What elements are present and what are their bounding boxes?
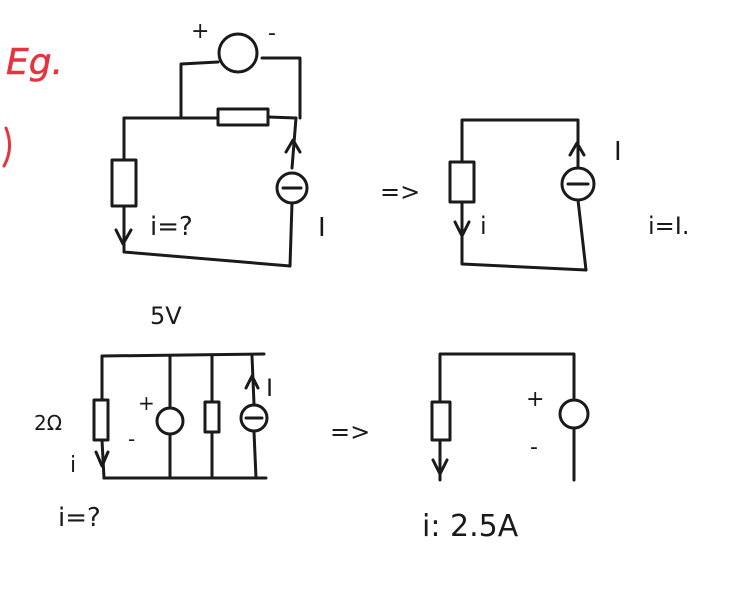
c3-source-arrow-up: [244, 374, 260, 390]
c3-plus-sign: +: [138, 391, 155, 415]
c3-minus-sign: -: [128, 427, 135, 451]
c3-voltage-source: [155, 406, 185, 436]
c1-minus-sign: -: [268, 21, 276, 46]
c3-source-label: I: [266, 374, 273, 402]
c4-resistor: [430, 400, 452, 442]
c3-resistance-label: 2Ω: [34, 411, 62, 435]
c3-current-arrow-down: [94, 450, 110, 468]
c2-current-arrow-down: [453, 220, 471, 238]
circuit-2: i I i=I.: [448, 118, 689, 272]
implies-arrow-1: =>: [380, 178, 420, 206]
circuit-1: + - i=? I: [110, 19, 326, 268]
c3-question-label: i=?: [58, 503, 101, 533]
c1-source-arrow-up: [284, 138, 302, 154]
circuit-4: + - i: 2.5A: [422, 352, 590, 544]
c1-source-label: I: [318, 213, 326, 243]
c1-wire-left-top: [179, 60, 220, 120]
c4-minus-sign: -: [530, 435, 538, 460]
c4-result-label: i: 2.5A: [422, 509, 519, 544]
c4-wire-top: [438, 352, 576, 404]
c1-resistor-left: [110, 158, 138, 208]
c2-wire-bottom: [460, 200, 588, 272]
c2-source-label: I: [614, 137, 622, 167]
c4-current-arrow-down: [431, 458, 449, 476]
c3-wire-top: [100, 352, 266, 358]
c1-voltage-source: [217, 32, 259, 74]
c2-source-arrow-up: [568, 141, 586, 157]
c2-result-label: i=I.: [648, 212, 689, 240]
c3-resistor-middle: [203, 400, 221, 434]
circuit-3: 5V + - I 2Ω i i=?: [34, 302, 273, 533]
c4-wire-sides: [438, 428, 576, 482]
c3-current-label: i: [70, 453, 76, 478]
c1-wire-top-right: [266, 115, 298, 120]
c1-current-question: i=?: [150, 212, 193, 242]
c4-voltage-source: [558, 398, 590, 430]
implies-arrow-2: =>: [330, 418, 370, 446]
c2-current-label: i: [480, 212, 487, 240]
c3-current-source: [239, 403, 269, 433]
c2-wire-top: [460, 118, 580, 170]
c3-resistor-2ohm: [92, 398, 110, 442]
c4-plus-sign: +: [526, 387, 544, 412]
red-bracket-mark: [2, 126, 11, 168]
c1-wire-bottom: [122, 204, 292, 268]
c2-resistor: [448, 160, 476, 204]
c1-plus-sign: +: [191, 19, 209, 44]
c3-voltage-label: 5V: [150, 302, 182, 330]
c1-wire-right-top: [260, 56, 302, 120]
c1-current-arrow-down: [114, 228, 133, 246]
c1-resistor-top: [216, 107, 270, 127]
c3-branch-1-wire: [100, 354, 106, 480]
example-heading: Eg.: [6, 42, 63, 83]
c1-wire-right-lower: [288, 201, 294, 268]
c2-wire-right-lower: [576, 198, 588, 272]
